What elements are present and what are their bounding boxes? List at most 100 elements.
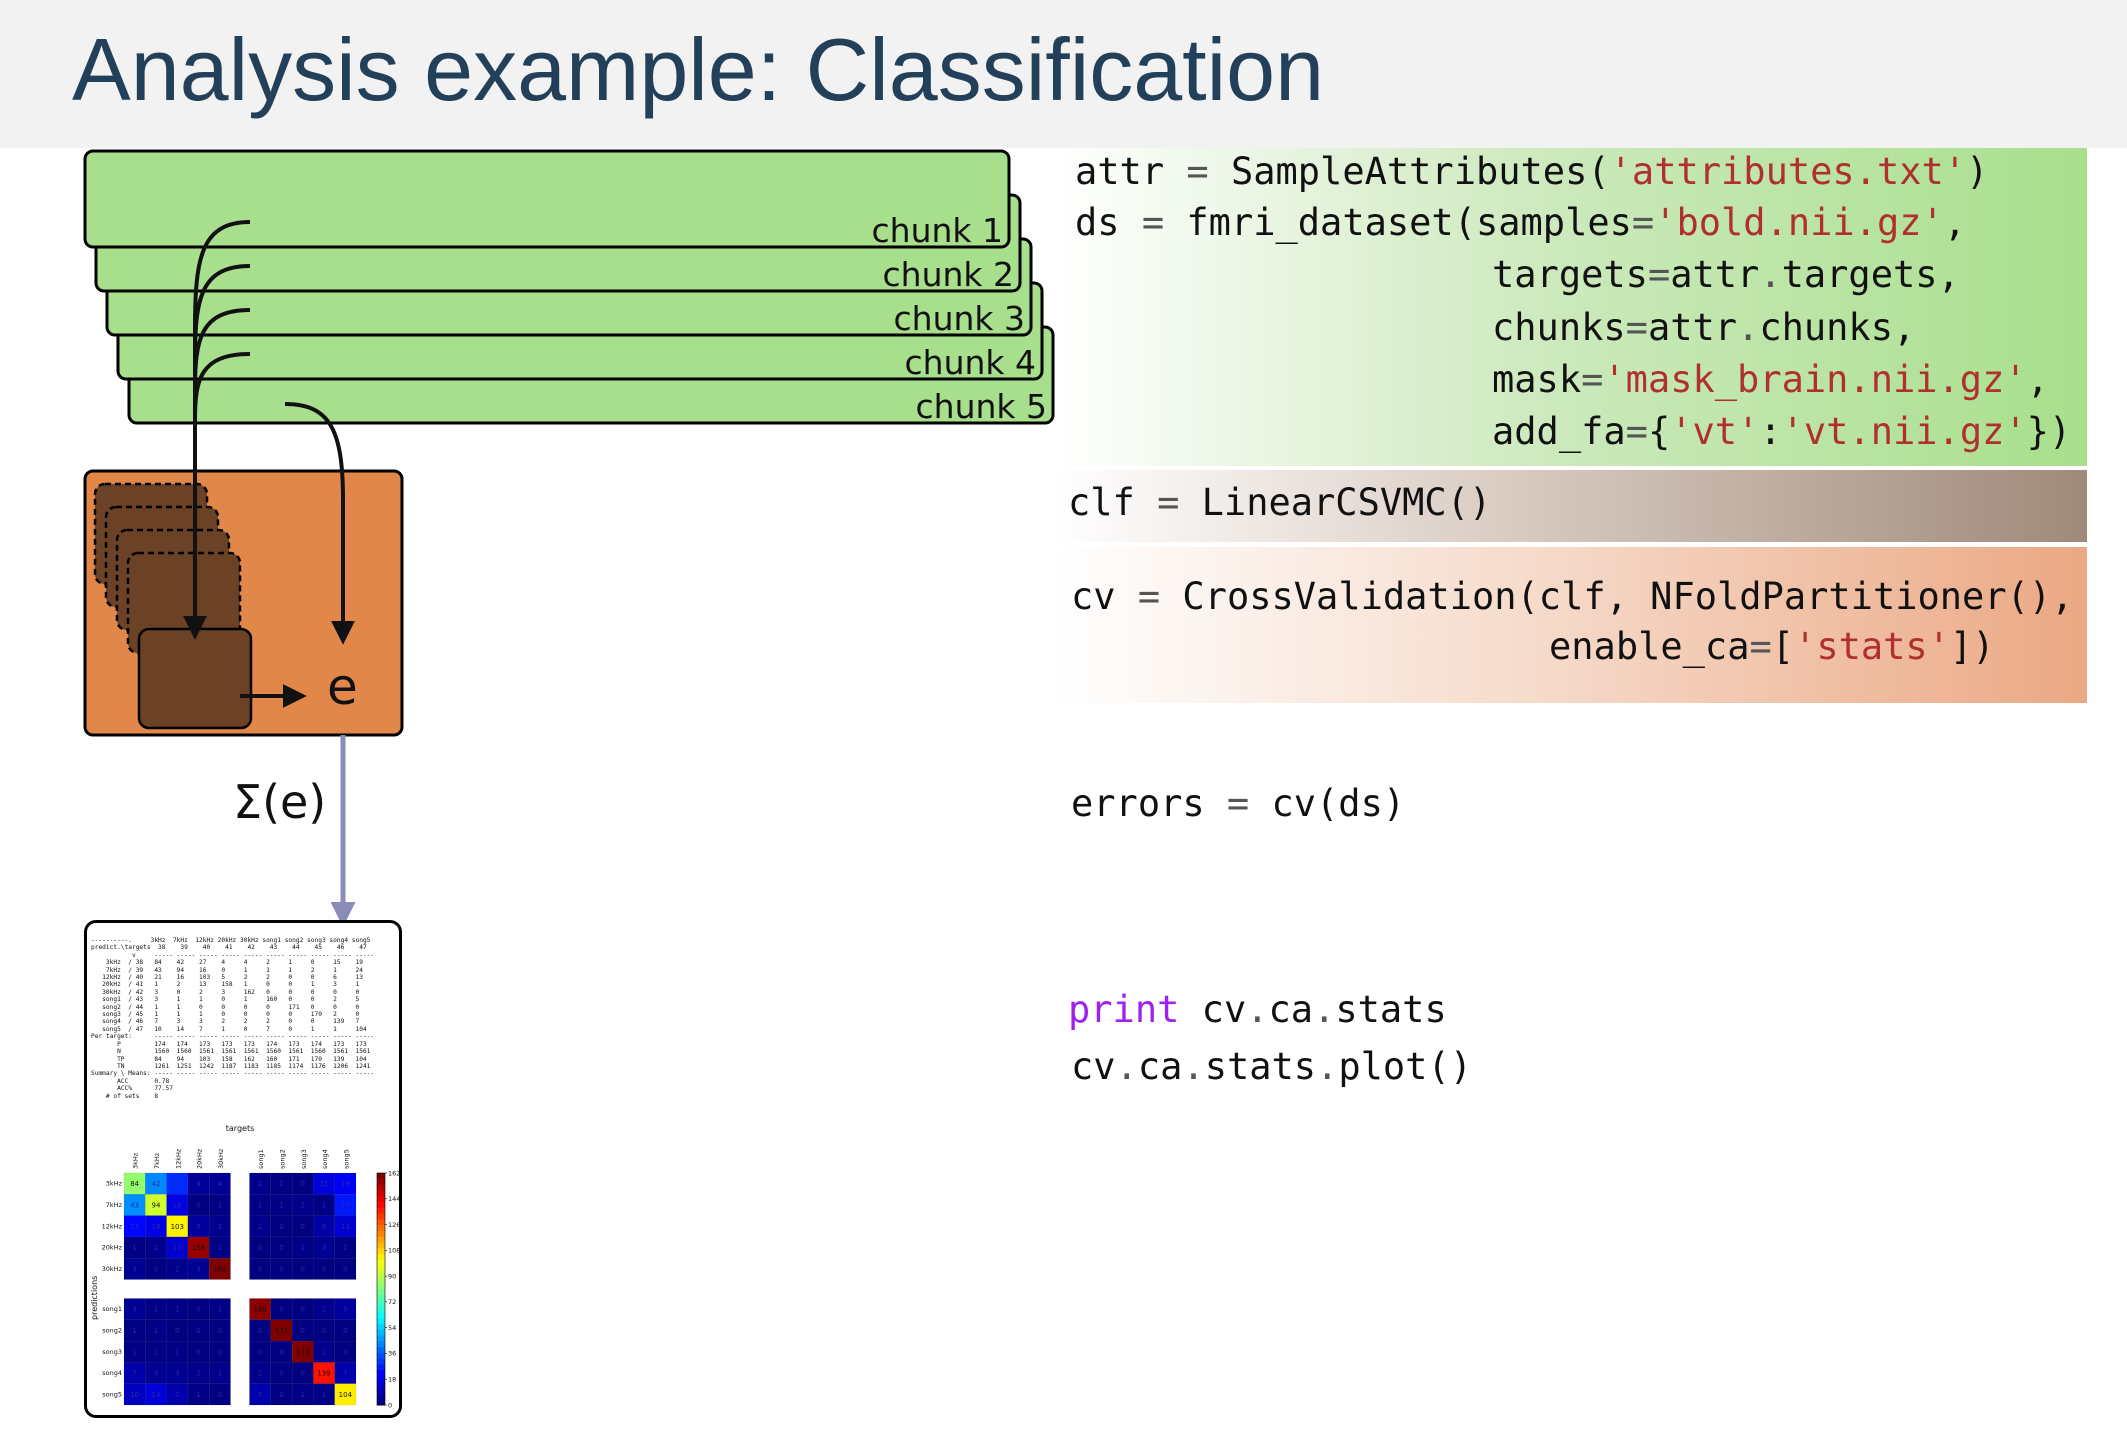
- matrix-cell-value: 3: [132, 1265, 136, 1273]
- matrix-cell: [166, 1362, 189, 1384]
- colorbar-segment: [377, 1323, 385, 1331]
- matrix-cell-value: 0: [279, 1370, 283, 1378]
- chunk-1-box: [83, 149, 1011, 249]
- matrix-cell: [208, 1236, 231, 1259]
- colorbar-segment: [377, 1225, 385, 1232]
- matrix-cell-value: 0: [218, 1327, 222, 1335]
- colorbar-tick-label: 0: [388, 1401, 392, 1409]
- colorbar-segment: [377, 1213, 385, 1220]
- matrix-cell-value: 1: [279, 1201, 283, 1209]
- matrix-cell-value: 7: [132, 1370, 136, 1378]
- code-line-chunks: chunks=attr.chunks,: [1492, 306, 1916, 349]
- matrix-cell-value: 0: [258, 1244, 262, 1252]
- colorbar-segment: [377, 1254, 385, 1261]
- matrix-col-label: 20kHz: [196, 1148, 204, 1169]
- colorbar-segment: [377, 1347, 385, 1354]
- matrix-cell-value: 19: [341, 1180, 350, 1188]
- matrix-col-label: song4: [321, 1149, 329, 1169]
- colorbar-tick-label: 54: [388, 1324, 396, 1332]
- matrix-cell-value: 103: [171, 1223, 184, 1231]
- matrix-cell-value: 0: [279, 1306, 283, 1314]
- matrix-cell-value: 1: [301, 1391, 305, 1399]
- matrix-col-label: song2: [278, 1149, 286, 1169]
- matrix-cell-value: 14: [151, 1391, 160, 1399]
- code-line-errors: errors = cv(ds): [1071, 782, 1406, 825]
- matrix-cell-value: 2: [175, 1265, 179, 1273]
- matrix-cell: [166, 1257, 189, 1280]
- matrix-cell-value: 1: [322, 1201, 326, 1209]
- chunk-label-4: chunk 4: [905, 343, 1036, 382]
- matrix-cell-value: 0: [218, 1391, 222, 1399]
- matrix-row-label: song3: [102, 1348, 122, 1356]
- matrix-cell-value: 170: [296, 1348, 309, 1356]
- confusion-matrix-figure: ----------. 3kHz 7kHz 12kHz 20kHz 30kHz …: [84, 920, 402, 1418]
- matrix-cell: [334, 1194, 357, 1216]
- matrix-cell-value: 0: [218, 1348, 222, 1356]
- colorbar-tick-label: 144: [388, 1195, 399, 1203]
- matrix-cell-value: 1: [279, 1180, 283, 1188]
- matrix-cell: [334, 1362, 357, 1384]
- matrix-cell-value: 139: [317, 1370, 330, 1378]
- training-arrows: [183, 220, 251, 640]
- colorbar-segment: [377, 1242, 385, 1249]
- code-line-targets: targets=attr.targets,: [1492, 253, 1960, 296]
- matrix-cell-value: 0: [258, 1265, 262, 1273]
- matrix-cell-value: 0: [196, 1306, 200, 1314]
- matrix-cell-value: 1: [175, 1348, 179, 1356]
- colorbar-tick-label: 108: [388, 1247, 399, 1255]
- matrix-cell-value: 1: [322, 1391, 326, 1399]
- matrix-cell-value: 1: [218, 1201, 222, 1209]
- matrix-col-label: song5: [342, 1149, 350, 1169]
- chunk-label-5: chunk 5: [916, 387, 1047, 426]
- stats-table-text: ----------. 3kHz 7kHz 12kHz 20kHz 30kHz …: [91, 937, 375, 1100]
- colorbar-segment: [377, 1260, 385, 1267]
- matrix-cell-value: 1: [154, 1306, 158, 1314]
- matrix-cell-value: 4: [196, 1180, 201, 1188]
- matrix-cell: [208, 1194, 231, 1216]
- code-line-mask: mask='mask_brain.nii.gz',: [1492, 358, 2049, 401]
- matrix-cell-value: 2: [196, 1370, 200, 1378]
- matrix-cell-value: 0: [301, 1370, 305, 1378]
- matrix-row-label: 12kHz: [102, 1222, 123, 1230]
- colorbar-segment: [377, 1370, 385, 1377]
- colorbar-segment: [377, 1341, 385, 1348]
- matrix-cell-value: 1: [132, 1244, 136, 1252]
- matrix-cell-value: 3: [196, 1265, 200, 1273]
- colorbar-segment: [377, 1393, 385, 1400]
- matrix-cell-value: 160: [253, 1306, 266, 1314]
- matrix-ylabel: predictions: [90, 1276, 99, 1320]
- classifier-stack: [93, 482, 253, 730]
- matrix-xlabel: targets: [226, 1124, 255, 1133]
- matrix-cell-value: 5: [343, 1306, 347, 1314]
- matrix-cell-value: 0: [196, 1348, 200, 1356]
- matrix-cell-value: 0: [301, 1180, 305, 1188]
- colorbar-segment: [377, 1202, 385, 1209]
- code-line-plot: cv.ca.stats.plot(): [1071, 1045, 1473, 1088]
- matrix-cell-value: 0: [301, 1265, 305, 1273]
- colorbar-segment: [377, 1329, 385, 1336]
- colorbar-tick-label: 72: [388, 1298, 396, 1306]
- matrix-cell-value: 2: [322, 1348, 326, 1356]
- matrix-cell-value: 0: [322, 1265, 326, 1273]
- matrix-cell-value: 3: [175, 1370, 179, 1378]
- matrix-cell-value: 4: [218, 1180, 223, 1188]
- matrix-row-label: song2: [102, 1326, 122, 1334]
- colorbar-segment: [377, 1178, 385, 1186]
- matrix-cell-value: 84: [130, 1180, 139, 1188]
- matrix-cell: [334, 1236, 357, 1259]
- matrix-cell-value: 0: [279, 1391, 283, 1399]
- matrix-cell-value: 27: [173, 1180, 182, 1188]
- colorbar-segment: [377, 1219, 385, 1226]
- matrix-cell-value: 1: [132, 1327, 136, 1335]
- matrix-cell-value: 1: [154, 1327, 158, 1335]
- matrix-cell-value: 2: [322, 1306, 326, 1314]
- matrix-cell: [334, 1383, 357, 1406]
- matrix-row-label: song4: [102, 1369, 122, 1377]
- matrix-col-label: 7kHz: [153, 1152, 161, 1169]
- colorbar-tick-label: 18: [388, 1376, 396, 1384]
- matrix-cell-value: 1: [132, 1348, 136, 1356]
- matrix-cell: [166, 1194, 189, 1216]
- matrix-row-label: song1: [102, 1305, 122, 1313]
- chunk-label-3: chunk 3: [894, 299, 1025, 338]
